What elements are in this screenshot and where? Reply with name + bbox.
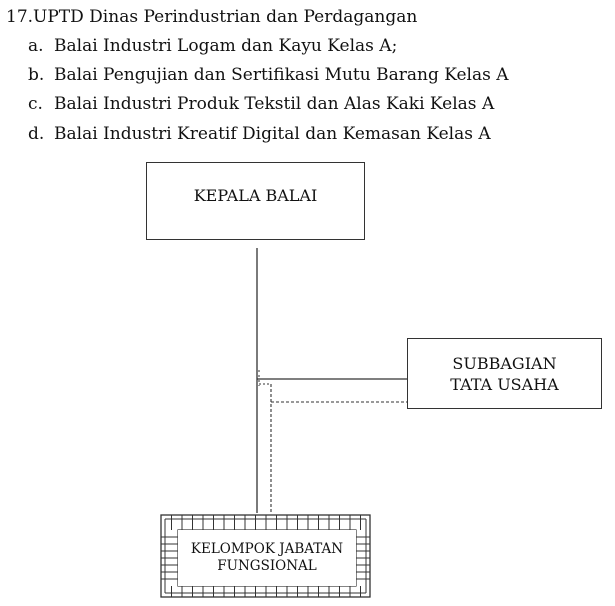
functional-group-label-line1: KELOMPOK JABATAN (190, 541, 344, 557)
list-item-c: c. Balai Industri Produk Tekstil dan Alas… (28, 93, 494, 115)
admin-box-label-line2: TATA USAHA (450, 374, 559, 394)
list-marker: a. (28, 36, 44, 56)
admin-box-label-line1: SUBBAGIAN (452, 353, 557, 373)
head-box-label: KEPALA BALAI (193, 185, 318, 205)
list-marker: b. (28, 65, 45, 85)
list-item-text: Balai Industri Logam dan Kayu Kelas A; (54, 36, 398, 56)
functional-group-box: KELOMPOK JABATAN FUNGSIONAL (178, 530, 356, 586)
document-heading: 17.UPTD Dinas Perindustrian dan Perdagan… (6, 7, 418, 27)
head-box: KEPALA BALAI (146, 162, 365, 240)
list-marker: d. (28, 124, 45, 144)
list-item-text: Balai Pengujian dan Sertifikasi Mutu Bar… (54, 65, 509, 85)
list-item-d: d. Balai Industri Kreatif Digital dan Kem… (28, 123, 491, 145)
functional-group-label-line2: FUNGSIONAL (217, 558, 317, 574)
list-item-text: Balai Industri Kreatif Digital dan Kemas… (54, 124, 491, 144)
admin-box: SUBBAGIAN TATA USAHA (407, 338, 602, 409)
list-item-a: a. Balai Industri Logam dan Kayu Kelas A; (28, 35, 397, 57)
list-item-text: Balai Industri Produk Tekstil dan Alas K… (54, 94, 495, 114)
list-marker: c. (28, 94, 43, 114)
list-item-b: b. Balai Pengujian dan Sertifikasi Mutu B… (28, 64, 509, 86)
